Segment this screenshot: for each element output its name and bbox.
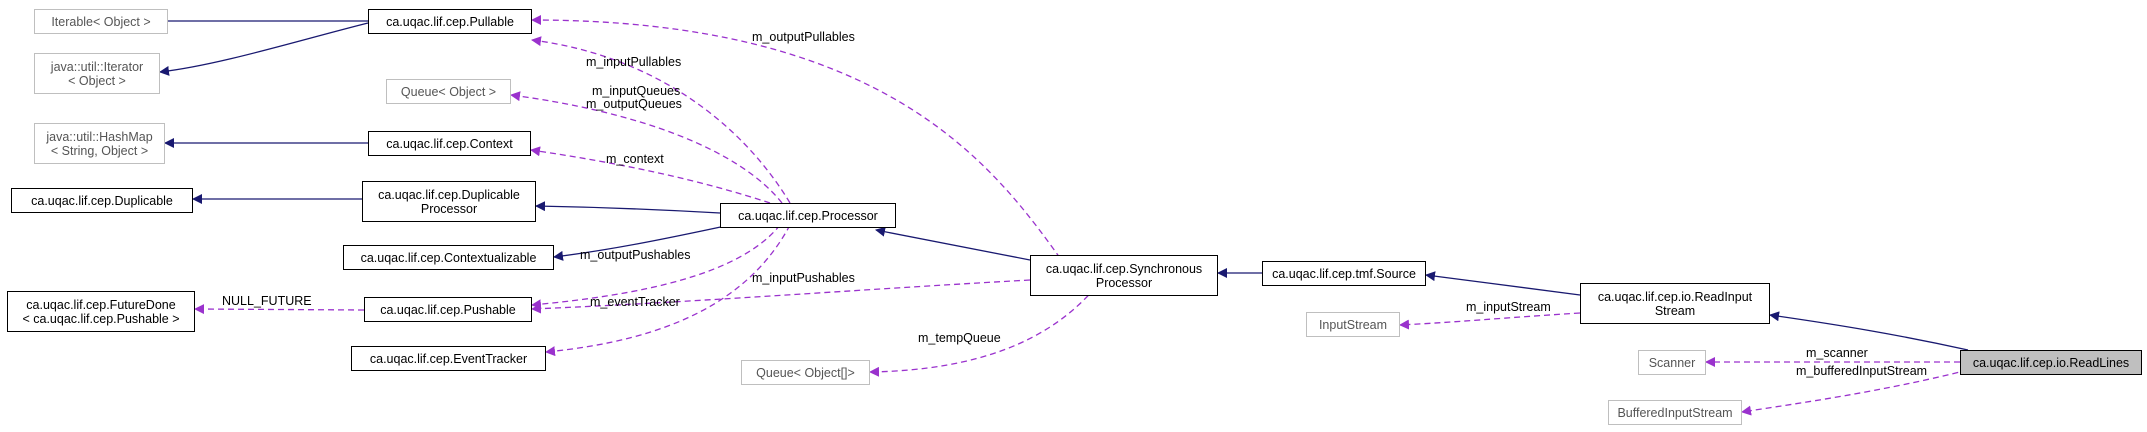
node-iterable: Iterable< Object >	[34, 9, 168, 34]
node-pushable[interactable]: ca.uqac.lif.cep.Pushable	[364, 297, 532, 322]
node-eventtracker-line-1: ca.uqac.lif.cep.EventTracker	[369, 351, 528, 366]
label-m-tempqueue: m_tempQueue	[918, 331, 1001, 345]
node-synchronous-processor-line-1: ca.uqac.lif.cep.Synchronous	[1045, 261, 1203, 276]
node-queue-object-line-1: Queue< Object >	[400, 84, 497, 99]
node-duplicable-processor-line-1: ca.uqac.lif.cep.Duplicable	[378, 187, 520, 202]
label-m-context: m_context	[606, 152, 664, 166]
node-processor[interactable]: ca.uqac.lif.cep.Processor	[720, 203, 896, 228]
node-readlines-line-1: ca.uqac.lif.cep.io.ReadLines	[1972, 355, 2130, 370]
edge-eventtracker	[545, 224, 791, 357]
label-m-outputqueues: m_outputQueues	[586, 97, 682, 111]
node-synchronous-processor-line-2: Processor	[1095, 275, 1153, 290]
node-eventtracker[interactable]: ca.uqac.lif.cep.EventTracker	[351, 346, 546, 371]
node-java-util-iterator-line-1: java::util::Iterator	[50, 59, 144, 74]
label-m-bufferedinputstream: m_bufferedInputStream	[1796, 364, 1927, 378]
node-readlines[interactable]: ca.uqac.lif.cep.io.ReadLines	[1960, 350, 2142, 375]
node-pushable-line-1: ca.uqac.lif.cep.Pushable	[380, 302, 516, 317]
node-readinputstream-line-2: Stream	[1654, 303, 1696, 318]
node-duplicable-processor[interactable]: ca.uqac.lif.cep.Duplicable Processor	[362, 181, 536, 222]
node-context-line-1: ca.uqac.lif.cep.Context	[386, 136, 513, 151]
node-duplicable-line-1: ca.uqac.lif.cep.Duplicable	[31, 193, 173, 208]
edge-syncproc-extends-processor	[875, 226, 1031, 261]
node-duplicable[interactable]: ca.uqac.lif.cep.Duplicable	[11, 188, 193, 213]
node-pullable-line-1: ca.uqac.lif.cep.Pullable	[386, 14, 514, 29]
node-java-util-hashmap-line-2: < String, Object >	[50, 143, 149, 158]
node-inputstream-line-1: InputStream	[1318, 317, 1388, 332]
node-duplicable-processor-line-2: Processor	[420, 201, 478, 216]
node-synchronous-processor[interactable]: ca.uqac.lif.cep.Synchronous Processor	[1030, 255, 1218, 296]
node-iterable-line-1: Iterable< Object >	[51, 14, 151, 29]
node-readinputstream[interactable]: ca.uqac.lif.cep.io.ReadInput Stream	[1580, 283, 1770, 324]
node-inputstream: InputStream	[1306, 312, 1400, 337]
label-m-inputqueues: m_inputQueues	[592, 84, 680, 98]
node-contextualizable[interactable]: ca.uqac.lif.cep.Contextualizable	[343, 245, 554, 270]
node-readinputstream-line-1: ca.uqac.lif.cep.io.ReadInput	[1597, 289, 1753, 304]
node-tmf-source[interactable]: ca.uqac.lif.cep.tmf.Source	[1262, 261, 1426, 286]
node-futuredone[interactable]: ca.uqac.lif.cep.FutureDone < ca.uqac.lif…	[7, 291, 195, 332]
edge-readlines-extends-readinput	[1769, 311, 1969, 351]
edge-outputpushables	[531, 224, 781, 310]
edge-inputqueues	[510, 91, 783, 204]
edge-processor-extends-contextualizable	[553, 224, 731, 261]
node-bufferedinputstream: BufferedInputStream	[1608, 400, 1742, 425]
node-contextualizable-line-1: ca.uqac.lif.cep.Contextualizable	[360, 250, 537, 265]
node-queue-object: Queue< Object >	[386, 79, 511, 104]
edge-inputpushables	[531, 279, 1031, 314]
node-bufferedinputstream-line-1: BufferedInputStream	[1617, 405, 1733, 420]
node-pullable[interactable]: ca.uqac.lif.cep.Pullable	[368, 9, 532, 34]
node-queue-object-array: Queue< Object[]>	[741, 360, 870, 385]
edge-processor-extends-dupproc	[535, 201, 721, 214]
label-m-inputpushables: m_inputPushables	[752, 271, 855, 285]
label-null-future: NULL_FUTURE	[222, 294, 312, 308]
label-m-eventtracker: m_eventTracker	[590, 295, 680, 309]
node-tmf-source-line-1: ca.uqac.lif.cep.tmf.Source	[1272, 266, 1416, 281]
node-context[interactable]: ca.uqac.lif.cep.Context	[368, 131, 531, 156]
node-processor-line-1: ca.uqac.lif.cep.Processor	[738, 208, 878, 223]
label-m-scanner: m_scanner	[1806, 346, 1868, 360]
edge-null-future	[194, 304, 365, 315]
label-m-outputpushables: m_outputPushables	[580, 248, 691, 262]
node-queue-object-array-line-1: Queue< Object[]>	[756, 365, 855, 380]
node-futuredone-line-2: < ca.uqac.lif.cep.Pushable >	[22, 311, 180, 326]
label-m-inputstream: m_inputStream	[1466, 300, 1551, 314]
edge-readinput-extends-source	[1425, 271, 1581, 296]
edge-bufferedinputstream	[1741, 369, 1969, 416]
node-java-util-iterator-line-2: < Object >	[68, 73, 126, 88]
edge-pullable-extends-iterator	[159, 22, 369, 76]
node-futuredone-line-1: ca.uqac.lif.cep.FutureDone	[26, 297, 176, 312]
edge-context	[530, 146, 771, 204]
node-scanner-line-1: Scanner	[1648, 355, 1696, 370]
node-java-util-iterator: java::util::Iterator < Object >	[34, 53, 160, 94]
label-m-outputpullables: m_outputPullables	[752, 30, 855, 44]
node-java-util-hashmap-line-1: java::util::HashMap	[46, 129, 153, 144]
edge-tempqueue	[869, 287, 1096, 377]
edge-inputpullables	[531, 36, 791, 204]
edge-outputpullables	[531, 15, 1061, 259]
edge-inputstream	[1399, 312, 1581, 330]
node-java-util-hashmap: java::util::HashMap < String, Object >	[34, 123, 165, 164]
node-scanner: Scanner	[1638, 350, 1706, 375]
label-m-inputpullables: m_inputPullables	[586, 55, 681, 69]
